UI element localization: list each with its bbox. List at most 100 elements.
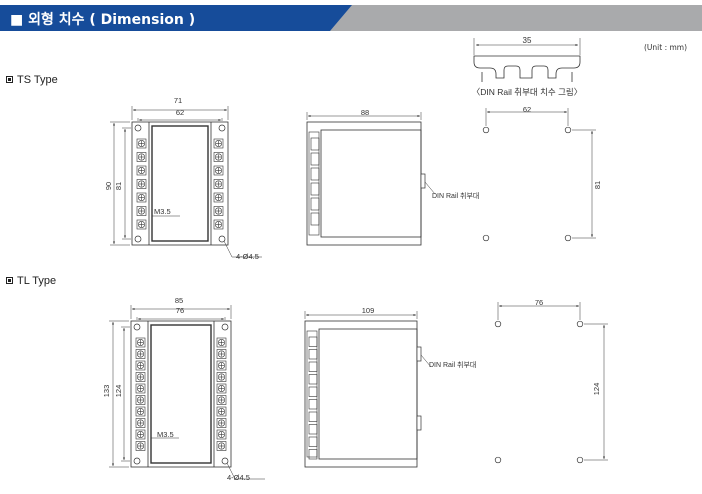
terminal-screw-icon xyxy=(218,442,226,450)
mount-hole xyxy=(576,320,584,328)
tl-front-view xyxy=(109,305,265,480)
side-terminal xyxy=(308,411,318,422)
side-terminal xyxy=(310,182,320,196)
side-terminal xyxy=(308,336,318,347)
side-terminal xyxy=(308,386,318,397)
tl-front-inner-width: 76 xyxy=(176,306,184,315)
ts-mount-height: 81 xyxy=(593,181,602,189)
tl-mounting-holes xyxy=(494,302,608,464)
ts-front-inner-width: 62 xyxy=(176,108,184,117)
terminal-screw-icon xyxy=(218,373,226,381)
header-title: ■ 외형 치수 ( Dimension ) xyxy=(10,12,196,28)
terminal-screw-icon xyxy=(215,140,223,148)
ts-front-outer-height: 90 xyxy=(104,182,113,190)
mount-hole xyxy=(133,457,141,465)
center-cover xyxy=(150,324,212,464)
mount-hole xyxy=(134,124,142,132)
mount-hole xyxy=(482,234,490,242)
side-terminal xyxy=(308,374,318,385)
terminal-screw-icon xyxy=(138,140,146,148)
mount-hole xyxy=(576,456,584,464)
terminal-screw-icon xyxy=(137,419,145,427)
terminal-screw-icon xyxy=(137,430,145,438)
section-header: ■ 외형 치수 ( Dimension ) xyxy=(0,5,702,31)
terminal-screw-icon xyxy=(137,384,145,392)
terminal-screw-icon xyxy=(137,396,145,404)
mount-hole xyxy=(218,235,226,243)
din-rail-drawing xyxy=(473,38,581,82)
ts-front-inner-height: 81 xyxy=(114,182,123,190)
leader-line xyxy=(420,354,432,368)
side-terminal xyxy=(310,167,320,181)
tl-rail-label: DIN Rail 취부대 xyxy=(429,361,476,369)
terminal-screw-icon xyxy=(138,180,146,188)
terminal-screw-icon xyxy=(218,338,226,346)
terminal-screw-icon xyxy=(218,430,226,438)
tl-front-outer-height: 133 xyxy=(102,385,111,398)
bullet-square-icon xyxy=(6,277,13,284)
terminal-screw-icon xyxy=(138,221,146,229)
terminal-screw-icon xyxy=(218,396,226,404)
mount-hole xyxy=(221,457,229,465)
terminal-screw-icon xyxy=(215,207,223,215)
ts-screw-label: M3.5 xyxy=(154,207,171,216)
leader-line xyxy=(226,462,236,480)
terminal-screw-icon xyxy=(137,373,145,381)
body-outline xyxy=(130,320,232,468)
side-terminal xyxy=(310,137,320,151)
side-terminal xyxy=(310,197,320,211)
ts-rail-label: DIN Rail 취부대 xyxy=(432,192,479,200)
side-terminal xyxy=(310,212,320,226)
ts-front-view xyxy=(110,106,262,258)
side-terminal xyxy=(308,449,318,460)
din-rail-width: 35 xyxy=(523,36,532,45)
terminal-screw-icon xyxy=(218,407,226,415)
side-outline xyxy=(304,320,418,468)
terminal-screw-icon xyxy=(218,361,226,369)
ts-side-view xyxy=(306,112,436,246)
ts-mount-width: 62 xyxy=(523,105,531,114)
terminal-screw-icon xyxy=(137,442,145,450)
ts-type-label: TS Type xyxy=(17,74,58,86)
tl-mount-width: 76 xyxy=(535,298,543,307)
terminal-screw-icon xyxy=(215,221,223,229)
mount-hole xyxy=(221,323,229,331)
terminal-screw-icon xyxy=(218,384,226,392)
tl-type-label: TL Type xyxy=(17,275,57,287)
center-cover xyxy=(151,125,209,242)
terminal-screw-icon xyxy=(215,194,223,202)
ts-mounting-holes xyxy=(482,108,596,242)
side-terminal xyxy=(308,349,318,360)
terminal-screw-icon xyxy=(215,180,223,188)
side-terminal xyxy=(308,361,318,372)
mount-hole xyxy=(494,320,502,328)
tl-type-title: TL Type xyxy=(6,275,56,287)
din-rail-clip xyxy=(416,415,422,431)
side-terminal xyxy=(310,152,320,166)
terminal-screw-icon xyxy=(215,167,223,175)
terminal-screw-icon xyxy=(138,194,146,202)
din-rail-clip xyxy=(416,346,422,362)
din-rail-caption: 〈DIN Rail 취부대 치수 그림〉 xyxy=(472,87,582,97)
tl-side-depth: 109 xyxy=(362,306,375,315)
terminal-screw-icon xyxy=(137,350,145,358)
terminal-screw-icon xyxy=(137,407,145,415)
side-outline xyxy=(306,121,422,246)
bullet-square-icon xyxy=(6,76,13,83)
mount-hole xyxy=(218,124,226,132)
terminal-screw-icon xyxy=(218,350,226,358)
terminal-screw-icon xyxy=(138,153,146,161)
ts-hole-label: 4-Ø4.5 xyxy=(236,252,259,261)
side-inner-panel xyxy=(320,129,422,238)
terminal-strip xyxy=(308,131,320,236)
leader-line xyxy=(223,240,233,258)
terminal-strip xyxy=(306,330,318,458)
leader-line xyxy=(424,181,436,195)
mount-hole xyxy=(134,235,142,243)
terminal-screw-icon xyxy=(138,207,146,215)
header-title-band xyxy=(0,5,352,31)
side-terminal xyxy=(308,424,318,435)
tl-front-outer-width: 85 xyxy=(175,296,183,305)
terminal-screw-icon xyxy=(137,361,145,369)
